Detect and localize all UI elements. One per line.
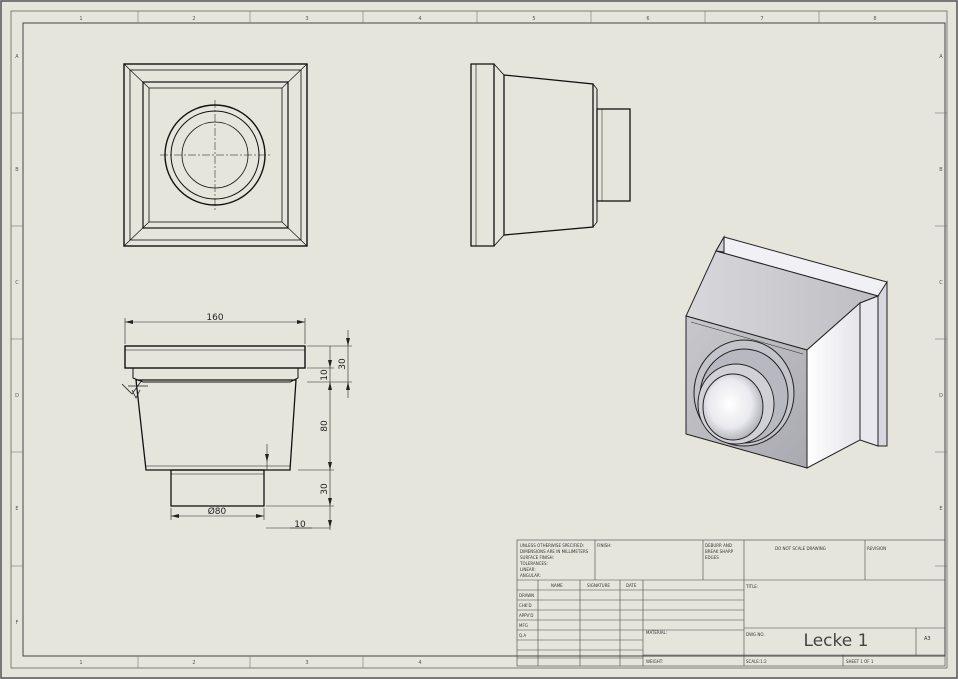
finish-label: FINISH: [597,543,612,548]
row-drawn: DRAWN [519,593,534,598]
weight-label: WEIGHT: [646,659,663,664]
row-qa: Q.A [519,633,526,638]
zone-row-a-right: A [939,54,943,60]
zone-row-b: B [15,167,19,173]
dim-160: 160 [206,313,223,323]
zone-col-5: 5 [532,16,535,22]
zone-row-e-right: E [939,506,942,512]
title-label: TITLE: [745,584,758,589]
side-view [470,63,631,247]
surface-finish-symbol [121,379,148,399]
top-view [123,63,308,247]
title-block-text: UNLESS OTHERWISE SPECIFIED: DIMENSIONS A… [519,543,931,664]
dim-10-step: 10 [320,369,330,381]
row-mfg: MFG [519,623,528,628]
zone-row-f: F [16,620,19,626]
zone-col-4: 4 [418,16,421,22]
deburr-line-2: BREAK SHARP [705,549,734,554]
material-label: MATERIAL: [646,630,667,635]
scale-label: SCALE:1:2 [746,659,767,664]
sheet-number-label: SHEET 1 OF 1 [846,659,874,664]
revision-label: REVISION [867,546,886,551]
notes-line-4: TOLERANCES: [519,561,548,566]
zone-col-1: 1 [79,16,82,22]
outer-border [10,10,948,669]
zone-col-2-bottom: 2 [192,660,195,666]
notes-line-6: ANGULAR: [520,573,541,578]
notes-line-1: UNLESS OTHERWISE SPECIFIED: [520,543,584,548]
dim-diameter-80: Ø80 [208,506,227,517]
col-date-header: DATE [626,583,637,588]
zone-row-b-right: B [939,167,943,173]
col-name-header: NAME [551,583,563,588]
zone-col-1-bottom: 1 [79,660,82,666]
zone-col-3: 3 [305,16,308,22]
zone-ticks [11,11,947,668]
col-signature-header: SIGNATURE [587,583,610,588]
drawing-title: Lecke 1 [804,631,869,651]
dwg-no-label: DWG NO. [746,632,765,637]
zone-row-c-right: C [939,280,943,286]
zone-col-7: 7 [760,16,763,22]
zone-col-2: 2 [192,16,195,22]
notes-line-5: LINEAR: [520,567,536,572]
zone-row-d: D [15,393,19,399]
zone-col-3-bottom: 3 [305,660,308,666]
deburr-line-3: EDGES [705,555,719,560]
dimension-labels: 160 30 10 80 30 Ø80 10 [206,313,348,530]
row-approved: APPV'D [519,613,533,618]
dim-30-cap: 30 [338,358,348,370]
zone-row-d-right: D [939,393,943,399]
title-block [516,539,946,667]
row-checked: CHK'D [519,603,532,608]
dim-10-bottom: 10 [294,520,306,530]
sheet-size: A3 [924,636,931,642]
notes-line-3: SURFACE FINISH: [520,555,554,560]
dim-80-body: 80 [320,420,330,432]
front-view [124,345,306,507]
isometric-view [685,235,888,469]
zone-row-a: A [15,54,19,60]
zone-row-e: E [15,506,18,512]
zone-col-6: 6 [646,16,649,22]
notes-line-2: DIMENSIONS ARE IN MILLIMETERS [520,549,589,554]
dim-30-boss: 30 [320,483,330,495]
do-not-scale-label: DO NOT SCALE DRAWING [775,546,826,551]
dimension-arrows [125,320,350,528]
zone-col-8: 8 [873,16,876,22]
deburr-line-1: DEBURR AND [705,543,732,548]
zone-row-c: C [15,280,19,286]
inner-border [22,22,946,657]
zone-col-4-bottom: 4 [418,660,421,666]
